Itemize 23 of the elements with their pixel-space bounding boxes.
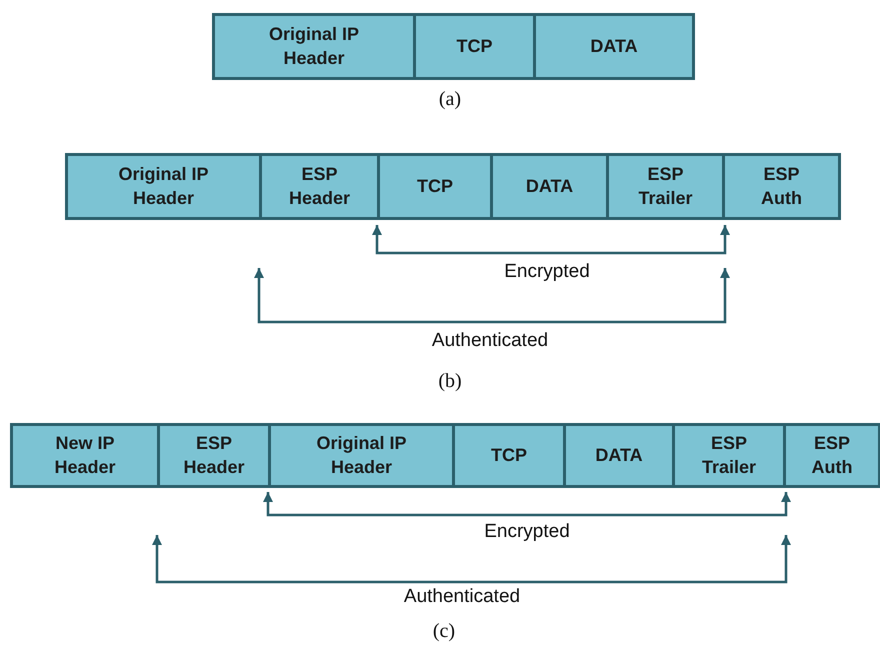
packet-field: ESP Auth xyxy=(722,153,841,220)
packet-field: ESP Trailer xyxy=(672,423,786,488)
packet-field: Original IP Header xyxy=(65,153,262,220)
bracket-arrow xyxy=(263,492,791,516)
bracket-arrow xyxy=(152,535,791,584)
bracket-arrow xyxy=(254,268,730,324)
packet-field: Original IP Header xyxy=(212,13,416,80)
packet-field: ESP Header xyxy=(259,153,380,220)
packet-field: Original IP Header xyxy=(268,423,455,488)
packet-field: ESP Auth xyxy=(783,423,880,488)
packet-field: DATA xyxy=(563,423,675,488)
packet-field: ESP Trailer xyxy=(606,153,725,220)
packet-field: TCP xyxy=(452,423,566,488)
packet-field: New IP Header xyxy=(10,423,160,488)
packet-field: DATA xyxy=(533,13,695,80)
packet-field: ESP Header xyxy=(157,423,271,488)
panel-caption: (a) xyxy=(436,88,464,111)
packet-field: TCP xyxy=(413,13,536,80)
panel-caption: (c) xyxy=(430,620,458,643)
packet-field: TCP xyxy=(377,153,493,220)
bracket-arrow xyxy=(372,225,730,254)
panel-caption: (b) xyxy=(436,370,464,393)
packet-field: DATA xyxy=(490,153,609,220)
